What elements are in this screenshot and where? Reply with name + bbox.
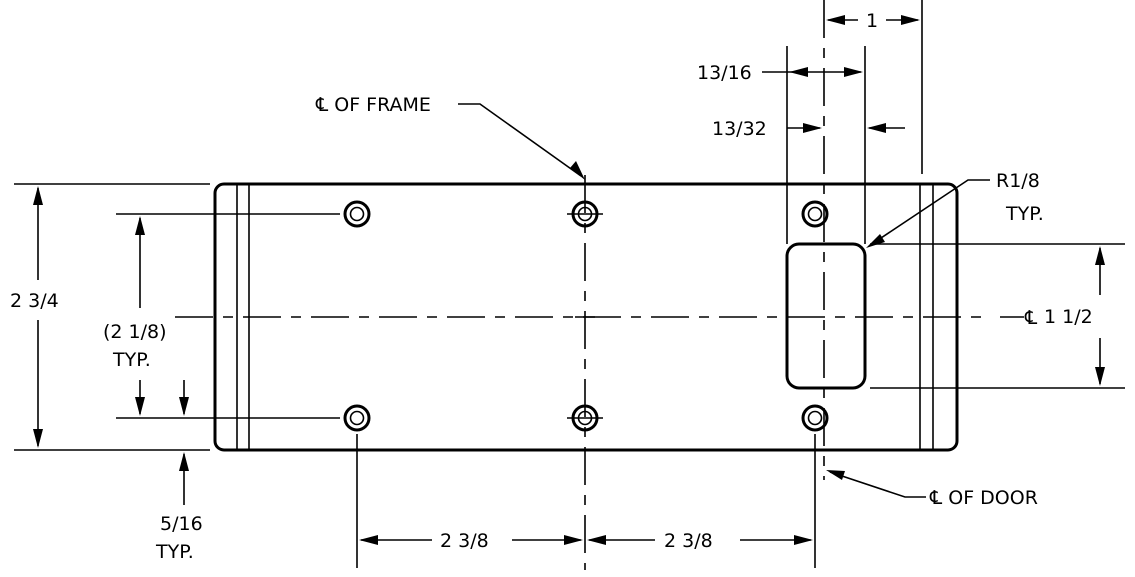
arrow-head <box>826 15 845 25</box>
arrow-head <box>794 535 813 545</box>
hole-bottom-center <box>567 404 603 432</box>
bottom-left-spacing-label: 2 3/8 <box>440 530 489 552</box>
frame-leader <box>458 103 582 177</box>
arrow-head <box>33 186 43 205</box>
arrow-head <box>179 452 189 471</box>
arrow-head <box>564 535 583 545</box>
hole-top-center <box>567 200 603 228</box>
hole-bottom-right <box>801 404 829 432</box>
arrow-head <box>570 161 585 180</box>
cutout <box>785 242 867 390</box>
hole-top-right <box>801 200 829 228</box>
edge-offset-typ-label: TYP. <box>155 541 194 563</box>
arrow-head <box>1095 367 1105 386</box>
radius-leader <box>871 179 990 245</box>
frame-centerline-label: ℄ OF FRAME <box>315 94 431 116</box>
door-leader <box>829 471 926 498</box>
centerline-symbol: ℄ <box>1024 307 1038 329</box>
overall-height-label: 2 3/4 <box>10 290 59 312</box>
arrow-head <box>901 15 920 25</box>
dim-13-16-label: 13/16 <box>697 62 752 84</box>
hole-top-left <box>343 200 371 228</box>
arrow-head <box>803 123 822 133</box>
arrow-head <box>359 535 378 545</box>
arrow-head <box>135 216 145 235</box>
arrow-head <box>789 67 808 77</box>
arrow-head <box>826 470 845 480</box>
arrow-head <box>587 535 606 545</box>
arrow-head <box>33 429 43 448</box>
dim-13-32-label: 13/32 <box>712 118 767 140</box>
edge-offset-label: 5/16 <box>160 513 203 535</box>
arrow-head <box>844 67 863 77</box>
cutout-height-label: 1 1/2 <box>1044 306 1093 328</box>
arrow-head <box>866 234 885 248</box>
radius-label: R1/8 <box>996 170 1040 192</box>
radius-typ-label: TYP. <box>1005 203 1044 225</box>
hole-spacing-typ-label: TYP. <box>112 349 151 371</box>
hole-bottom-left <box>343 404 371 432</box>
top-width-label: 1 <box>866 10 878 32</box>
arrow-head <box>1095 246 1105 265</box>
arrow-head <box>867 123 886 133</box>
bottom-right-spacing-label: 2 3/8 <box>664 530 713 552</box>
arrow-head <box>179 397 189 416</box>
door-centerline-label: ℄ OF DOOR <box>929 487 1038 509</box>
arrow-head <box>135 397 145 416</box>
hole-spacing-label: (2 1/8) <box>103 321 167 343</box>
